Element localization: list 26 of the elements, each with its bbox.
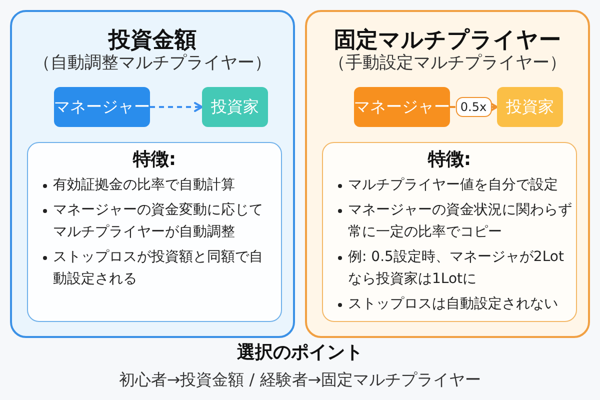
edge-label: 0.5x xyxy=(455,97,492,117)
arrow xyxy=(150,102,203,112)
panel-subtitle: （自動調整マルチプライヤー） xyxy=(34,53,272,73)
bullet-item: 有効証拠金の比率で自動計算 xyxy=(42,174,273,196)
arrow xyxy=(449,102,498,112)
comparison-panel xyxy=(305,10,590,338)
feature-card xyxy=(322,142,577,322)
process-box: 投資家 xyxy=(497,87,563,127)
note-text: 初心者→投資金額 / 経験者→固定マルチプライヤー xyxy=(118,369,482,391)
bullet-item: ストップロスが投資額と同額で自動設定される xyxy=(42,246,273,290)
feature-card xyxy=(27,142,282,322)
card-heading: 特徴: xyxy=(428,149,472,170)
comparison-panel xyxy=(10,10,295,338)
process-box: マネージャー xyxy=(54,87,150,127)
bullet-item: マネージャーの資金変動に応じてマルチプライヤーが自動調整 xyxy=(42,199,273,243)
panel-subtitle: （手動設定マルチプライヤー） xyxy=(328,53,566,73)
process-box: 投資家 xyxy=(202,87,268,127)
process-box: マネージャー xyxy=(354,87,450,127)
section-heading: 選択のポイント xyxy=(237,342,363,363)
bullet-item: ストップロスは自動設定されない xyxy=(337,293,576,315)
panel-title: 投資金額 xyxy=(108,28,196,53)
panel-title: 固定マルチプライヤー xyxy=(334,28,561,53)
bullet-item: マルチプライヤー値を自分で設定 xyxy=(337,174,576,196)
bullet-item: マネージャーの資金状況に関わらず常に一定の比率でコピー xyxy=(337,199,576,243)
card-heading: 特徴: xyxy=(132,149,176,170)
bullet-item: 例: 0.5設定時、マネージャが2Lotなら投資家は1Lotに xyxy=(337,246,576,290)
